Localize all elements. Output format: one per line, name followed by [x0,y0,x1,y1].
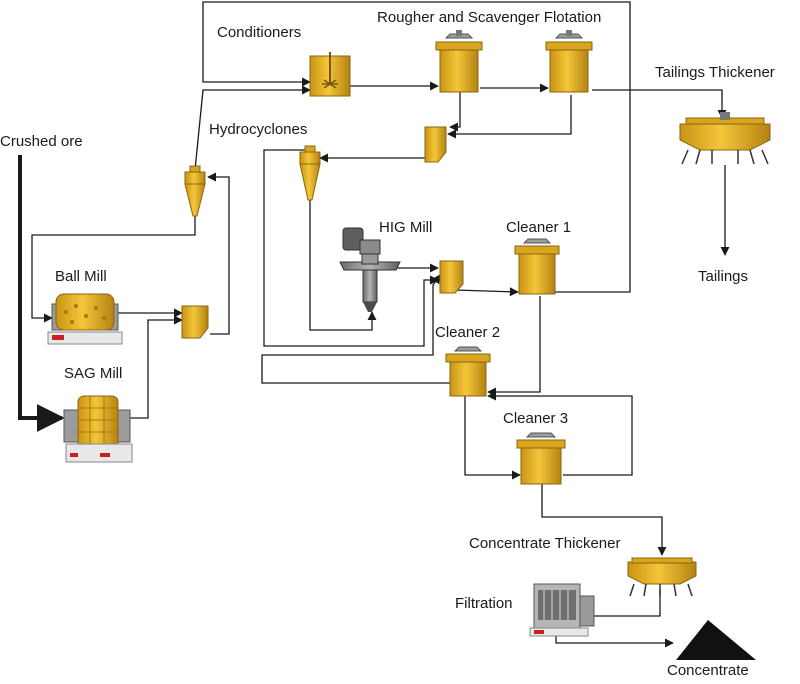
cleaner2-to-cleaner3-line [464,395,521,480]
tailings-label: Tailings [698,268,749,285]
mill-discharge-sump [181,305,209,339]
concentrate-pile [676,620,756,660]
rougher-scavenger-label: Rougher and Scavenger Flotation [377,9,602,26]
cleaner1-to-cleaner2-line [487,296,541,397]
cleaner-sump [439,260,464,294]
concentrate-label: Concentrate [667,662,749,679]
scavenger-conc-line [447,95,572,139]
cyclone1-overflow-line [194,85,311,171]
tailings-thickener-label: Tailings Thickener [655,64,775,81]
primary-hydrocyclone [184,165,206,217]
sag-mill-label: SAG Mill [64,365,123,382]
cleaner-2-label: Cleaner 2 [435,324,501,341]
crushed-ore-label: Crushed ore [0,133,83,150]
concentrate-thickener-label: Concentrate Thickener [469,535,621,552]
cyclone-overflow-line [263,149,439,347]
filtration-label: Filtration [455,595,513,612]
concentrate-thickener [627,557,697,597]
sag-mill [63,395,133,463]
filter-press [529,583,595,637]
hig-mill-label: HIG Mill [379,219,433,236]
hig-mill [339,227,401,312]
cleaner1-flotation-cell [514,238,560,295]
sump-to-cleaner1-line [454,287,519,297]
hydrocyclones-label: Hydrocyclones [209,121,308,138]
regrind-hydrocyclone [299,145,321,201]
conditioners-label: Conditioners [217,24,302,41]
cleaner-3-label: Cleaner 3 [503,410,569,427]
crushed-ore-feed-line [18,155,65,432]
rougher-conc-line [449,82,461,132]
ball-mill [47,293,123,345]
tailings-thickener [679,112,771,165]
cyclone1-underflow-line [31,214,196,323]
cleaner2-flotation-cell [445,346,491,397]
cleaner-1-label: Cleaner 1 [506,219,572,236]
sag-to-sump-line [130,315,183,419]
cleaner1-tail-loop-line [202,1,631,293]
cyclone-to-hig-line [309,200,377,331]
flow-lines [18,1,730,648]
conditioner-tank [309,52,351,97]
scavenger-flotation-cell [545,30,593,93]
ball-mill-label: Ball Mill [55,268,107,285]
sump-to-cyclone1-line [207,172,230,335]
scavenger-to-thickener-line [592,89,727,119]
regrind-sump [424,126,447,163]
cleaner2-tail-line [261,274,450,384]
filter-to-concentrate-line [555,636,674,648]
cleaner3-to-conc-thickener-line [541,482,667,556]
rougher-flotation-cell [435,30,483,93]
cleaner3-tail-line [487,391,633,476]
cleaner3-flotation-cell [516,432,566,485]
